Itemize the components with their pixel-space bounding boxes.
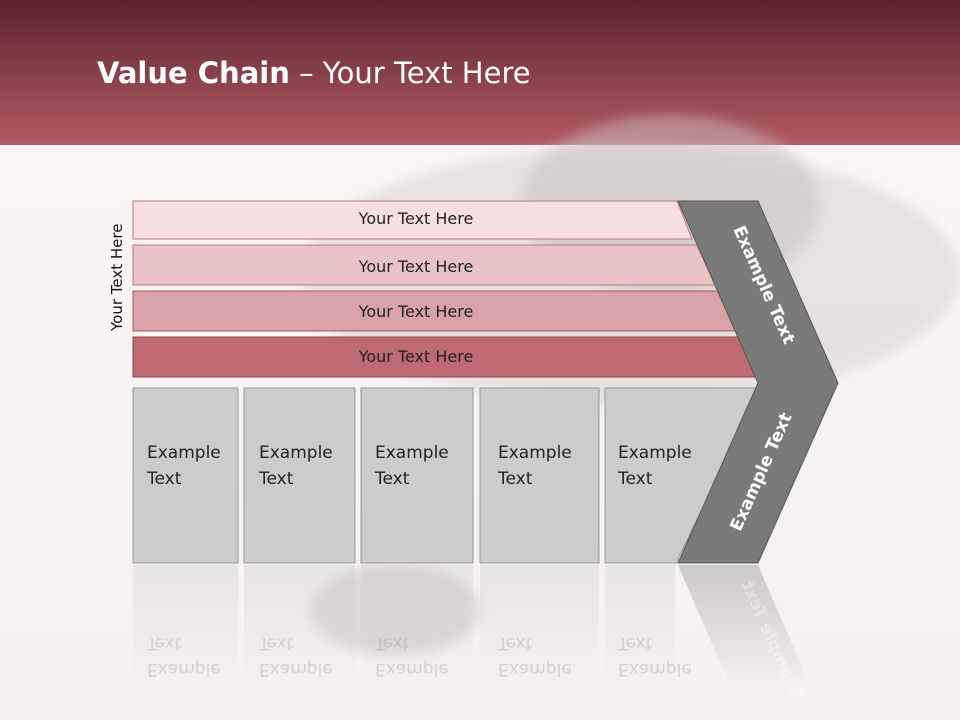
box-shape-5 xyxy=(604,387,762,564)
chevron-arrow xyxy=(677,200,839,564)
band-shape-1 xyxy=(132,200,693,240)
box-shape-2 xyxy=(243,387,356,564)
title-rest: – Your Text Here xyxy=(289,56,531,90)
band-label-4: Your Text Here xyxy=(358,347,474,366)
slide-title: Value Chain – Your Text Here xyxy=(97,56,531,90)
title-bold: Value Chain xyxy=(97,56,290,90)
header-bar xyxy=(0,0,960,145)
box-shape-4 xyxy=(479,387,600,564)
band-label-1: Your Text Here xyxy=(358,209,474,228)
box-shape-1 xyxy=(132,387,239,564)
band-label-2: Your Text Here xyxy=(358,257,474,276)
box-shape-3 xyxy=(360,387,474,564)
band-label-3: Your Text Here xyxy=(358,302,474,321)
reflection xyxy=(133,565,812,690)
